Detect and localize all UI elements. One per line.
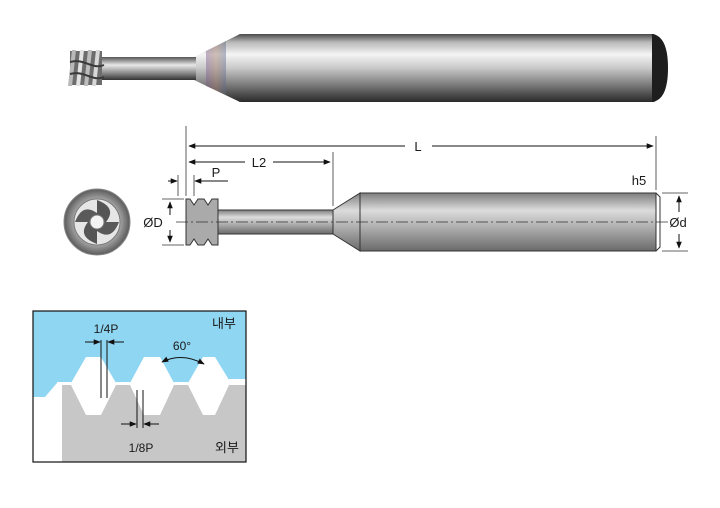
dim-OD-label: ØD: [143, 215, 163, 230]
internal-thread: [33, 311, 246, 397]
dim-P-label: P: [212, 165, 221, 180]
dim-Od-label: Ød: [669, 215, 686, 230]
dim-L2-label: L2: [252, 155, 266, 170]
extension-lines: [162, 126, 688, 252]
dimension-L: L: [188, 139, 654, 154]
profile-frame: [32, 310, 247, 463]
tool-photo: [68, 34, 668, 102]
tolerance-h5-label: h5: [632, 173, 646, 188]
end-view: [63, 188, 131, 256]
thread-angle-label: 60°: [173, 339, 191, 353]
photo-thread-head: [68, 50, 105, 86]
dimension-OD: ØD: [143, 201, 173, 243]
tool-technical-drawing: [176, 192, 668, 252]
external-label: 외부: [215, 441, 239, 456]
internal-label: 내부: [212, 317, 236, 332]
crest-width-external-label: 1/8P: [129, 441, 154, 455]
dimension-P: P: [168, 165, 228, 184]
crest-width-internal-label: 1/4P: [94, 322, 119, 336]
dimension-L2: L2: [188, 155, 331, 170]
thread-profile-diagram: 1/4P 1/8P 60° 내부 외부: [32, 310, 247, 463]
dimension-Od: Ød h5: [632, 173, 687, 249]
dim-L-label: L: [414, 139, 421, 154]
